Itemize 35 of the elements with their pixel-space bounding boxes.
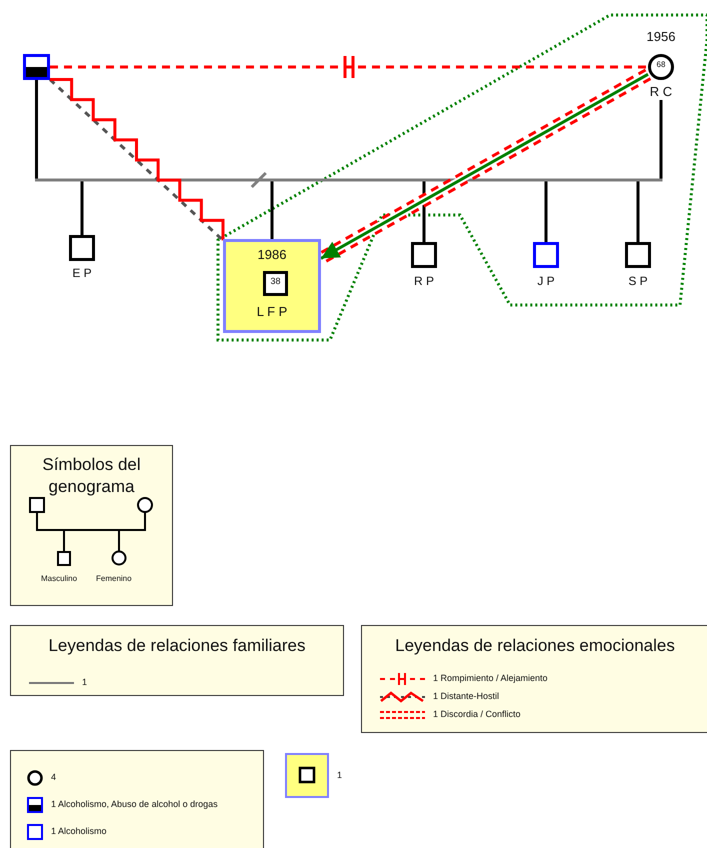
descent-line [544, 180, 548, 242]
descent-line [270, 180, 274, 239]
legend-text: 1 Discordia / Conflicto [433, 709, 521, 719]
descent-line [80, 180, 84, 235]
legend-text: 1 [82, 677, 88, 687]
person-name: R P [414, 275, 434, 287]
hostile-line [48, 78, 224, 242]
legend-title: Leyendas de relaciones emocionales [394, 635, 676, 657]
parent-line [660, 100, 662, 180]
age-number: 68 [656, 61, 666, 69]
male-symbol [263, 271, 288, 296]
legend-text: 4 [51, 772, 56, 782]
legend-title: Leyendas de relaciones familiares [47, 635, 307, 657]
symbol-caption: Masculino [41, 574, 78, 584]
parent-line [35, 80, 38, 180]
birth-year: 1956 [646, 30, 676, 43]
person-name: E P [72, 267, 92, 279]
descent-line [636, 180, 640, 242]
legend-title: Símbolos del genograma [41, 454, 142, 498]
legend-text: 1 Alcoholismo, Abuso de alcohol o drogas [51, 799, 218, 809]
legend-text: 1 Rompimiento / Alejamiento [433, 673, 548, 683]
symbol-caption: Femenino [96, 574, 132, 584]
legend-text: 1 Alcoholismo [51, 826, 107, 836]
person-name: J P [537, 275, 555, 287]
legend-text: 1 Distante-Hostil [433, 691, 500, 701]
cutoff-line [50, 66, 648, 68]
highlight-box [223, 239, 321, 333]
family-line [35, 178, 662, 182]
person-name: L F P [256, 305, 288, 318]
birth-year: 1986 [258, 248, 286, 261]
legend-text: 1 [337, 770, 342, 780]
age-number: 38 [270, 277, 280, 286]
person-name: S P [628, 275, 648, 287]
person-name: R C [650, 85, 672, 98]
male-symbol [23, 54, 50, 80]
